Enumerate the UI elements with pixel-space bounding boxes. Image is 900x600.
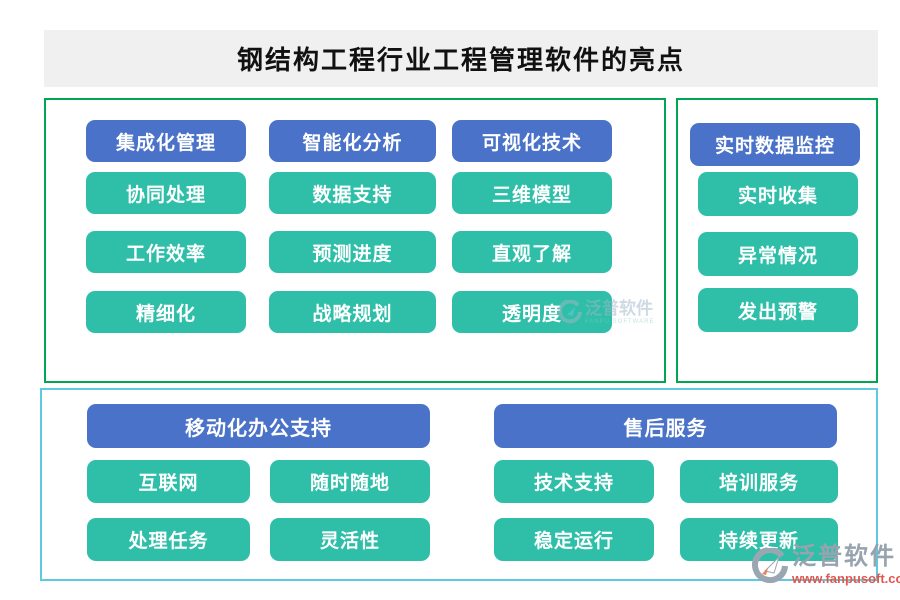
watermark: 泛普软件 FANPU SOFTWARE [558, 300, 654, 325]
feature-item-node: 实时收集 [698, 172, 858, 216]
category-header-node: 实时数据监控 [690, 123, 860, 166]
feature-item-node: 技术支持 [494, 460, 654, 503]
title-bar: 钢结构工程行业工程管理软件的亮点 [44, 30, 878, 87]
feature-item-node: 三维模型 [452, 172, 612, 214]
feature-item-node: 发出预警 [698, 288, 858, 332]
feature-item-node: 处理任务 [87, 518, 250, 561]
feature-item-node: 战略规划 [269, 291, 436, 333]
category-header-node: 移动化办公支持 [87, 404, 430, 448]
watermark-text: 泛普软件 [585, 299, 653, 318]
brand-logo: 泛普软件 www.fanpusoft.com [752, 545, 900, 585]
feature-item-node: 直观了解 [452, 231, 612, 273]
feature-item-node: 异常情况 [698, 232, 858, 276]
feature-item-node: 培训服务 [680, 460, 838, 503]
feature-item-node: 精细化 [86, 291, 246, 333]
panel-top-left: 集成化管理 协同处理 工作效率 精细化 智能化分析 数据支持 预测进度 战略规划… [44, 98, 666, 383]
category-header-node: 可视化技术 [452, 120, 612, 162]
fanpu-logo-icon [752, 548, 788, 584]
brand-url: www.fanpusoft.com [792, 571, 900, 586]
brand-name: 泛普软件 [792, 543, 896, 570]
fanpu-logo-icon [558, 300, 582, 324]
feature-item-node: 随时随地 [270, 460, 430, 503]
feature-item-node: 稳定运行 [494, 518, 654, 561]
feature-item-node: 灵活性 [270, 518, 430, 561]
category-header-node: 集成化管理 [86, 120, 246, 162]
category-header-node: 智能化分析 [269, 120, 436, 162]
feature-item-node: 数据支持 [269, 172, 436, 214]
feature-item-node: 协同处理 [86, 172, 246, 214]
feature-item-node: 工作效率 [86, 231, 246, 273]
category-header-node: 售后服务 [494, 404, 837, 448]
feature-item-node: 互联网 [87, 460, 250, 503]
feature-item-node: 预测进度 [269, 231, 436, 273]
feature-item-node: 透明度 [452, 291, 612, 333]
panel-bottom: 移动化办公支持 互联网 随时随地 处理任务 灵活性 售后服务 技术支持 培训服务… [40, 388, 878, 581]
panel-top-right: 实时数据监控 实时收集 异常情况 发出预警 [676, 98, 878, 383]
watermark-subtext: FANPU SOFTWARE [585, 319, 655, 325]
page-title: 钢结构工程行业工程管理软件的亮点 [236, 46, 685, 75]
